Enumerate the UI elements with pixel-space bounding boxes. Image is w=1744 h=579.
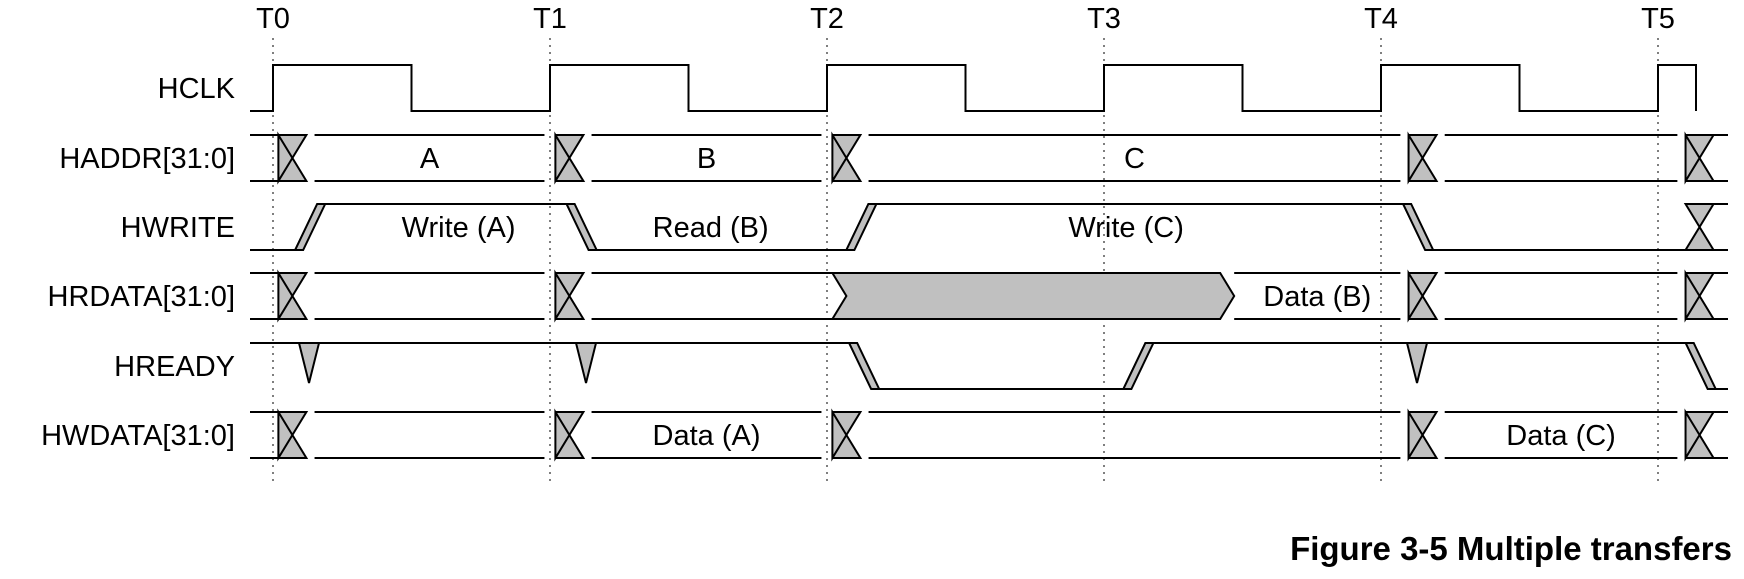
bus-transition xyxy=(1407,408,1439,462)
bus-transition xyxy=(1684,408,1716,462)
bus-transition xyxy=(554,408,586,462)
level-slew xyxy=(565,203,599,251)
time-marker-t2: T2 xyxy=(810,3,844,35)
bus-value-label: Data (C) xyxy=(1506,420,1616,452)
time-marker-t1: T1 xyxy=(533,3,567,35)
bus-transition xyxy=(1407,131,1439,185)
bus-transition xyxy=(1684,131,1716,185)
bus-transition xyxy=(277,269,309,323)
bus-invalid-region xyxy=(830,272,1236,320)
wave-hwdata: Data (A) Data (C) xyxy=(250,408,1728,462)
signal-label-haddr: HADDR[31:0] xyxy=(59,143,235,175)
level-trace xyxy=(250,342,1728,390)
wave-hrdata: Data (B) xyxy=(250,269,1728,323)
bus-value-label: Data (B) xyxy=(1263,281,1371,313)
ready-glitch xyxy=(297,342,321,384)
wave-haddr: A B C xyxy=(250,131,1728,185)
wave-hready xyxy=(250,342,1728,390)
signal-label-hready: HREADY xyxy=(114,351,235,383)
signal-label-hclk: HCLK xyxy=(158,73,236,105)
wave-hwrite: Write (A) Read (B) Write (C) xyxy=(250,203,1728,251)
level-slew xyxy=(293,203,327,251)
ready-glitch xyxy=(1405,342,1429,384)
wave-hclk xyxy=(250,64,1697,112)
time-marker-t0: T0 xyxy=(256,3,290,35)
bus-value-label: Data (A) xyxy=(653,420,761,452)
bus-value-label: B xyxy=(697,143,716,175)
time-markers: T0 T1 T2 T3 T4 T5 xyxy=(256,3,1675,35)
level-slew xyxy=(1121,342,1155,390)
level-slew xyxy=(1401,203,1435,251)
signal-label-hwrite: HWRITE xyxy=(121,212,235,244)
signal-label-hrdata: HRDATA[31:0] xyxy=(48,281,235,313)
ready-glitch xyxy=(574,342,598,384)
bus-value-label: C xyxy=(1124,143,1145,175)
bus-transition xyxy=(1407,269,1439,323)
bus-transition xyxy=(554,269,586,323)
level-slew xyxy=(1684,342,1718,390)
bus-transition xyxy=(831,408,863,462)
waveforms: A B C Write (A) Read (B) Write (C) Data (B) Dat… xyxy=(250,64,1728,462)
signal-label-hwdata: HWDATA[31:0] xyxy=(41,420,235,452)
time-marker-t4: T4 xyxy=(1364,3,1398,35)
bus-transition xyxy=(554,131,586,185)
level-crossing xyxy=(1683,203,1716,251)
bus-transition xyxy=(831,131,863,185)
time-marker-t5: T5 xyxy=(1641,3,1675,35)
time-marker-t3: T3 xyxy=(1087,3,1121,35)
bus-transition xyxy=(1684,269,1716,323)
level-value-label: Read (B) xyxy=(653,212,769,244)
level-value-label: Write (A) xyxy=(402,212,516,244)
level-slew xyxy=(844,203,878,251)
bus-transition xyxy=(277,131,309,185)
signal-names: HCLK HADDR[31:0] HWRITE HRDATA[31:0] HREADY H… xyxy=(41,73,236,452)
bus-value-label: A xyxy=(420,143,440,175)
level-slew xyxy=(847,342,881,390)
figure-caption: Figure 3-5 Multiple transfers xyxy=(1290,530,1732,567)
level-value-label: Write (C) xyxy=(1068,212,1183,244)
clock-trace xyxy=(250,64,1697,112)
bus-transition xyxy=(277,408,309,462)
